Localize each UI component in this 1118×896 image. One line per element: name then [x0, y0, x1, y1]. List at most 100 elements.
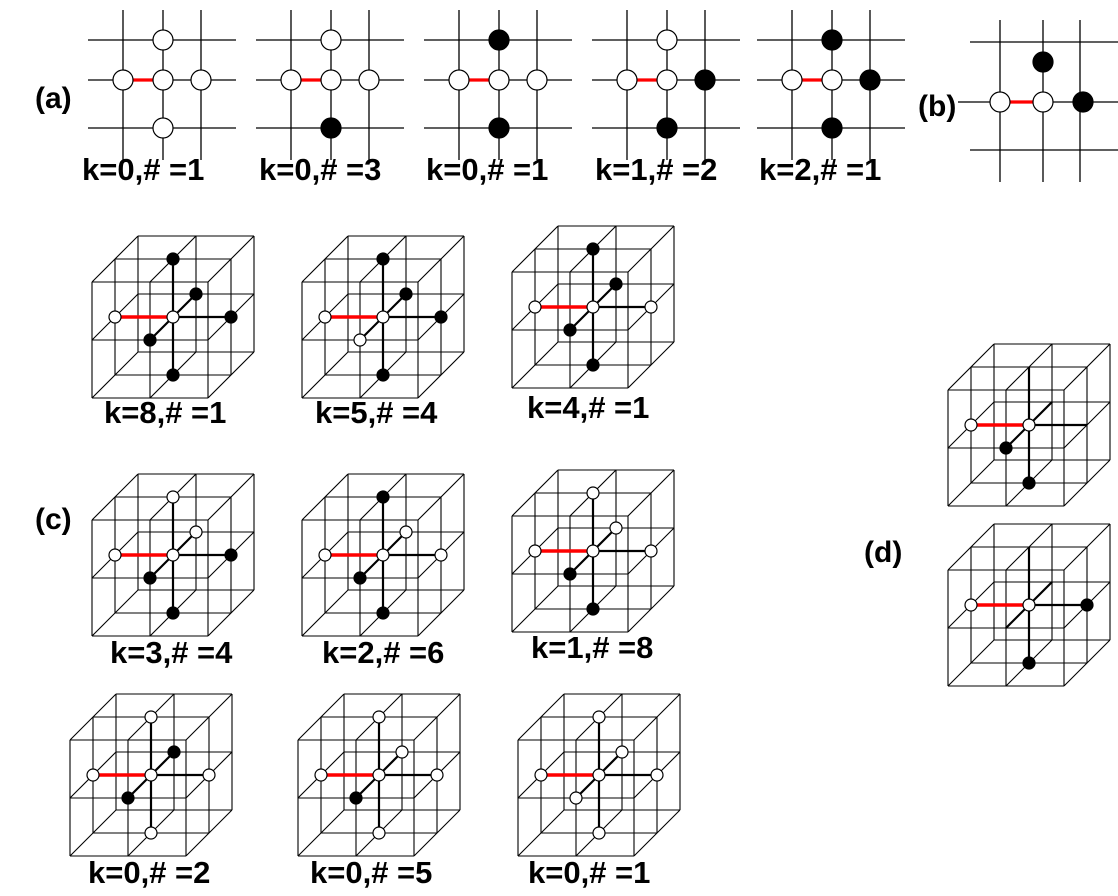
- neighbor-site-back: [610, 278, 622, 290]
- bond-site-center: [587, 545, 599, 557]
- panel-d-config-1: [948, 344, 1110, 506]
- bond-site-right: [822, 70, 842, 90]
- neighbor-site-right: [191, 70, 211, 90]
- bond-site-center: [167, 311, 179, 323]
- neighbor-site-bottom: [1023, 657, 1035, 669]
- bond-site-left: [965, 419, 977, 431]
- bond-site-right: [321, 70, 341, 90]
- bond-site-center: [373, 769, 385, 781]
- bond-site-center: [377, 549, 389, 561]
- neighbor-site-top: [657, 30, 677, 50]
- bond-site-left: [113, 70, 133, 90]
- neighbor-site-bottom: [822, 118, 842, 138]
- neighbor-site-front: [564, 568, 576, 580]
- neighbor-site-bottom: [489, 118, 509, 138]
- bond-site-center: [593, 769, 605, 781]
- neighbor-site-bottom: [167, 607, 179, 619]
- panel-a-config-4: [592, 10, 740, 160]
- neighbor-site-back: [610, 522, 622, 534]
- bond-site-right: [153, 70, 173, 90]
- neighbor-site-bottom: [167, 369, 179, 381]
- neighbor-site-top: [145, 711, 157, 723]
- neighbor-site-right: [695, 70, 715, 90]
- panel-c-caption-1: k=8,# =1: [104, 395, 226, 431]
- bond-site-right: [1033, 92, 1053, 112]
- neighbor-site-bottom: [145, 827, 157, 839]
- panel-c-config-9: [518, 694, 680, 856]
- bond-site-center: [167, 549, 179, 561]
- neighbor-site-front: [570, 792, 582, 804]
- neighbor-site-right: [645, 301, 657, 313]
- bond-site-left: [87, 769, 99, 781]
- neighbor-site-top: [373, 711, 385, 723]
- neighbor-site-back: [400, 288, 412, 300]
- panel-a-config-2: [256, 10, 404, 160]
- panel-c-config-8: [298, 694, 460, 856]
- neighbor-site-bottom: [321, 118, 341, 138]
- panel-b-config: [958, 20, 1118, 182]
- neighbor-site-front: [1000, 442, 1012, 454]
- bond-site-center: [377, 311, 389, 323]
- neighbor-site-bottom: [587, 603, 599, 615]
- panel-a-caption-3: k=0,# =1: [426, 152, 548, 188]
- bond-site-center: [1023, 599, 1035, 611]
- neighbor-site-top: [167, 253, 179, 265]
- panel-label-b: (b): [918, 90, 956, 124]
- neighbor-site-bottom: [153, 118, 173, 138]
- neighbor-site-top: [587, 487, 599, 499]
- panel-a-config-1: [88, 10, 236, 160]
- neighbor-site-right: [860, 70, 880, 90]
- panel-d-config-2: [948, 524, 1110, 686]
- panel-a-config-5: [757, 10, 905, 160]
- bond-site-left: [529, 301, 541, 313]
- neighbor-site-right: [435, 311, 447, 323]
- panel-c-config-4: [92, 474, 254, 636]
- neighbor-site-back: [168, 746, 180, 758]
- neighbor-site-bottom: [1023, 477, 1035, 489]
- bond-site-left: [109, 549, 121, 561]
- bond-site-left: [990, 92, 1010, 112]
- neighbor-site-top: [587, 243, 599, 255]
- panel-a-caption-4: k=1,# =2: [595, 152, 717, 188]
- neighbor-site-front: [144, 334, 156, 346]
- panel-c-caption-8: k=0,# =5: [310, 855, 432, 891]
- panel-c-caption-7: k=0,# =2: [88, 855, 210, 891]
- neighbor-site-top: [489, 30, 509, 50]
- neighbor-site-right: [645, 545, 657, 557]
- neighbor-site-top: [167, 491, 179, 503]
- neighbor-site-bottom: [657, 118, 677, 138]
- bond-site-center: [145, 769, 157, 781]
- neighbor-site-top: [1033, 52, 1053, 72]
- bond-site-center: [587, 301, 599, 313]
- bond-site-left: [315, 769, 327, 781]
- bond-site-left: [281, 70, 301, 90]
- bond-site-left: [449, 70, 469, 90]
- bond-site-left: [965, 599, 977, 611]
- bond-site-left: [319, 549, 331, 561]
- panel-c-config-1: [92, 236, 254, 398]
- neighbor-site-bottom: [593, 827, 605, 839]
- panel-label-a: (a): [35, 82, 72, 116]
- panel-c-config-3: [512, 226, 674, 388]
- neighbor-site-back: [190, 288, 202, 300]
- neighbor-site-top: [321, 30, 341, 50]
- panel-c-caption-9: k=0,# =1: [528, 855, 650, 891]
- panel-a-caption-2: k=0,# =3: [259, 152, 381, 188]
- neighbor-site-bottom: [373, 827, 385, 839]
- neighbor-site-back: [396, 746, 408, 758]
- neighbor-site-top: [593, 711, 605, 723]
- panel-label-d: (d): [864, 536, 902, 570]
- neighbor-site-bottom: [377, 369, 389, 381]
- panel-c-caption-2: k=5,# =4: [315, 395, 437, 431]
- neighbor-site-right: [359, 70, 379, 90]
- neighbor-site-top: [377, 491, 389, 503]
- panel-c-caption-3: k=4,# =1: [527, 390, 649, 426]
- neighbor-site-top: [153, 30, 173, 50]
- neighbor-site-back: [400, 526, 412, 538]
- neighbor-site-back: [616, 746, 628, 758]
- neighbor-site-right: [225, 311, 237, 323]
- bond-site-left: [617, 70, 637, 90]
- panel-a-config-3: [424, 10, 572, 160]
- neighbor-site-front: [350, 792, 362, 804]
